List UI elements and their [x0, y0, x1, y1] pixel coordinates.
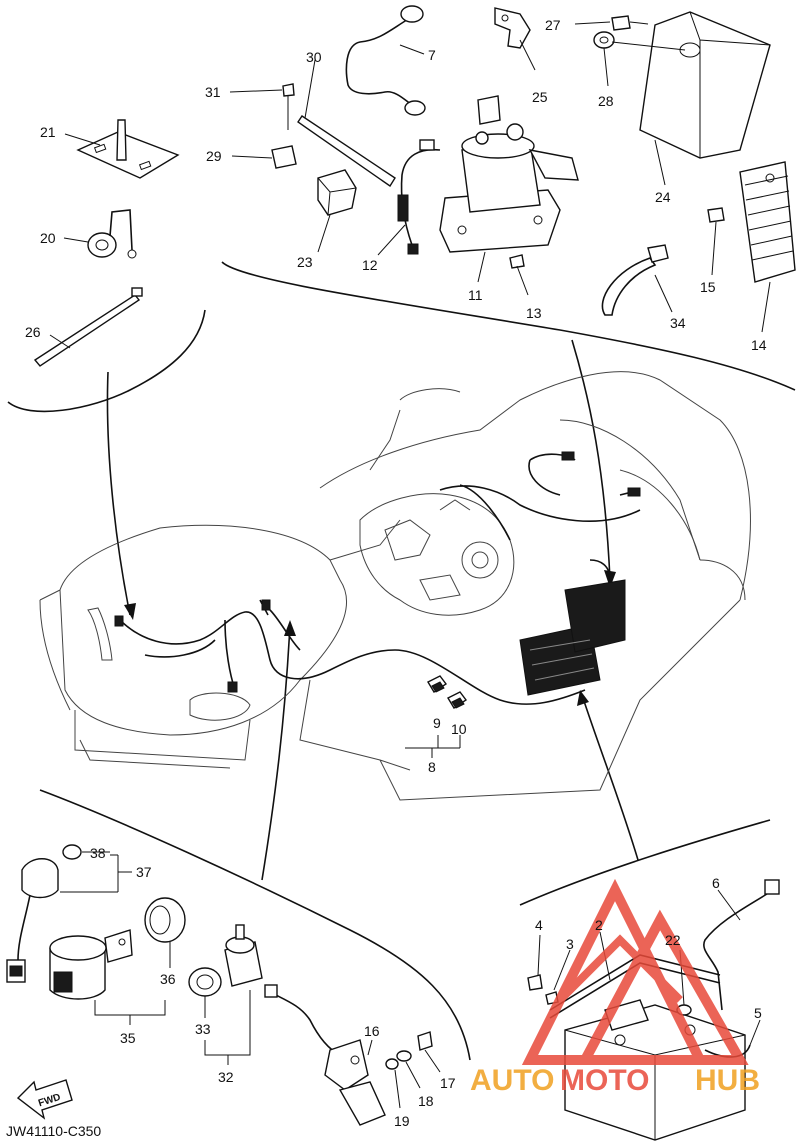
- part-26-cable-tie: [33, 287, 143, 367]
- callout-25: 25: [532, 89, 548, 105]
- callout-13: 13: [526, 305, 542, 321]
- callout-18: 18: [418, 1093, 434, 1109]
- part-34-band: [601, 244, 673, 316]
- part-4-bolt: [527, 934, 543, 991]
- part-27-bolt: [574, 15, 649, 31]
- callout-22: 22: [665, 932, 681, 948]
- part-21-plate: [64, 119, 180, 179]
- pointer-arrowhead-left: [124, 603, 136, 620]
- callout-35: 35: [120, 1030, 136, 1046]
- callout-32: 32: [218, 1069, 234, 1085]
- part-17-screw: [417, 1031, 441, 1073]
- part-7-cable: [345, 5, 426, 116]
- watermark-logo: AUTO MOTO HUB: [470, 878, 760, 1097]
- callout-20: 20: [40, 230, 56, 246]
- callout-38: 38: [90, 845, 106, 861]
- pointer-arrowhead-lower-right: [577, 690, 589, 706]
- part-10: [447, 691, 468, 709]
- part-18-washer: [396, 1050, 421, 1089]
- callout-29: 29: [206, 148, 222, 164]
- part-9: [427, 675, 448, 693]
- pointer-arrowhead-lower-left: [284, 620, 296, 636]
- callout-14: 14: [751, 337, 767, 353]
- callout-16: 16: [364, 1023, 380, 1039]
- callout-24: 24: [655, 189, 671, 205]
- part-36-cap: [144, 897, 186, 968]
- part-24-cover: [611, 11, 771, 186]
- callout-5: 5: [754, 1005, 762, 1021]
- callout-33: 33: [195, 1021, 211, 1037]
- part-20-horn: [63, 209, 137, 259]
- part-25-bracket: [494, 7, 536, 71]
- callout-9: 9: [433, 715, 441, 731]
- callout-10: 10: [451, 721, 467, 737]
- part-29-clip: [231, 145, 297, 169]
- watermark-text-2: MOTO: [560, 1064, 649, 1097]
- callout-37: 37: [136, 864, 152, 880]
- part-1-battery: [564, 999, 746, 1141]
- left-group-boundary: [7, 309, 206, 413]
- part-6-cable: [703, 879, 780, 1011]
- callout-28: 28: [598, 93, 614, 109]
- pointer-arrow-lower-left: [261, 624, 291, 881]
- part-30-strap: [297, 59, 396, 187]
- part-33-nut: [188, 967, 222, 1018]
- part-37-socket: [6, 854, 132, 983]
- leader-8: [405, 735, 461, 758]
- part-12-lead: [377, 139, 441, 256]
- callout-30: 30: [306, 49, 322, 65]
- part-35-switch: [49, 929, 166, 1025]
- pointer-arrow-left: [106, 371, 131, 616]
- part-38-bulb: [62, 844, 110, 860]
- part-14-rectifier: [739, 161, 796, 333]
- callout-8: 8: [428, 759, 436, 775]
- callout-2: 2: [595, 917, 603, 933]
- callout-31: 31: [205, 84, 221, 100]
- part-16-sensor: [264, 984, 386, 1126]
- vehicle-body: [39, 371, 751, 801]
- part-13-bolt: [509, 254, 529, 296]
- callout-12: 12: [362, 257, 378, 273]
- part-32-socket: [204, 924, 263, 1065]
- diagram-code: JW41110-C350: [6, 1123, 101, 1139]
- callout-26: 26: [25, 324, 41, 340]
- part-28-grommet: [593, 31, 615, 87]
- part-15-screw: [707, 207, 725, 276]
- fwd-arrow-icon: FWD: [16, 1079, 73, 1120]
- callout-15: 15: [700, 279, 716, 295]
- part-31-screw: [229, 83, 295, 130]
- callout-36: 36: [160, 971, 176, 987]
- callout-27: 27: [545, 17, 561, 33]
- pointer-arrow-upper: [571, 339, 611, 581]
- callout-17: 17: [440, 1075, 456, 1091]
- callout-23: 23: [297, 254, 313, 270]
- callouts: 2 3 4 5 6 7 8 9 10 11 12 13 14 15 16 17 …: [25, 17, 767, 1129]
- callout-4: 4: [535, 917, 543, 933]
- lower-left-group-boundary: [39, 789, 471, 1061]
- battery-in-vehicle: [519, 579, 626, 696]
- lower-right-group-boundary: [519, 819, 771, 906]
- callout-11: 11: [468, 287, 483, 303]
- callout-7: 7: [428, 47, 436, 63]
- callout-6: 6: [712, 875, 720, 891]
- callout-21: 21: [40, 124, 56, 140]
- callout-19: 19: [394, 1113, 410, 1129]
- part-23-relay: [317, 169, 357, 253]
- callout-3: 3: [566, 936, 574, 952]
- engine: [359, 493, 515, 616]
- watermark-text-1: AUTO: [470, 1064, 554, 1097]
- upper-group-boundary: [221, 261, 796, 391]
- watermark-text-3: HUB: [695, 1064, 760, 1097]
- wire-harness: [114, 451, 641, 705]
- part-19-washer: [385, 1058, 401, 1109]
- callout-34: 34: [670, 315, 686, 331]
- part-11-starter-relay: [439, 95, 579, 283]
- pointer-arrow-lower-right: [581, 694, 639, 861]
